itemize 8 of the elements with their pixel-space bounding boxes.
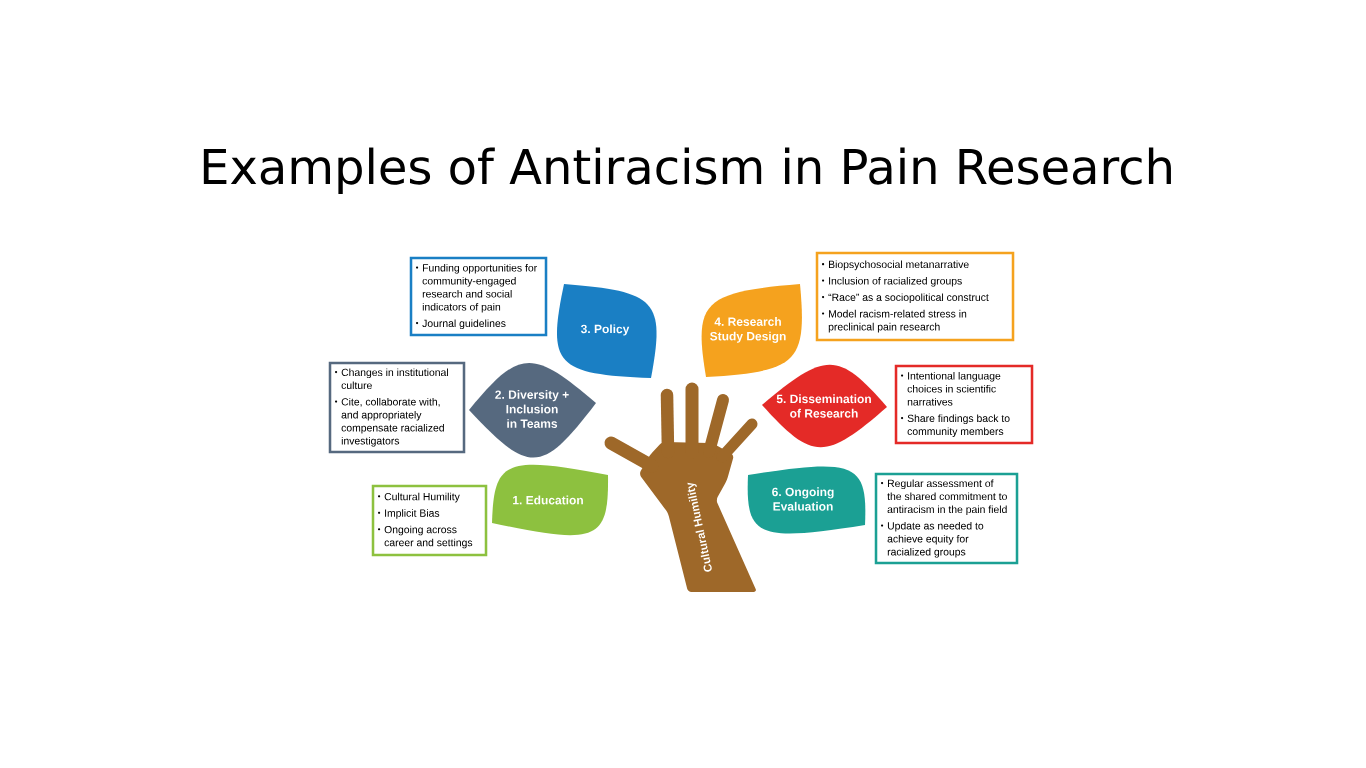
title: Examples of Antiracism in Pain Research xyxy=(203,147,1171,194)
bullet-list-box: Regular assessment of the shared commitment to antiracism in the pain field Update as needed to achieve equity for racialized groups xyxy=(874,472,1019,565)
hand-figure: Cultural Humility xyxy=(604,382,758,592)
bullet-list-box: Changes in institutional culture Cite, collaborate with, and appropriately compensate racialized investigators xyxy=(328,361,466,454)
bullet-list-box: Funding opportunities for community-engaged research and social indicators of pain Journal guidelines xyxy=(409,256,548,337)
bullet-list-box: Biopsychosocial metanarrative Inclusion of racialized groups “Race” as a sociopolitical construct Model racism-related stress in preclinical pain research xyxy=(815,251,1015,342)
bullet-list-box: Intentional language choices in scientific narratives Share findings back to community members xyxy=(894,364,1034,445)
bullet-list-box: Cultural Humility Implicit Bias Ongoing across career and settings xyxy=(371,484,488,557)
